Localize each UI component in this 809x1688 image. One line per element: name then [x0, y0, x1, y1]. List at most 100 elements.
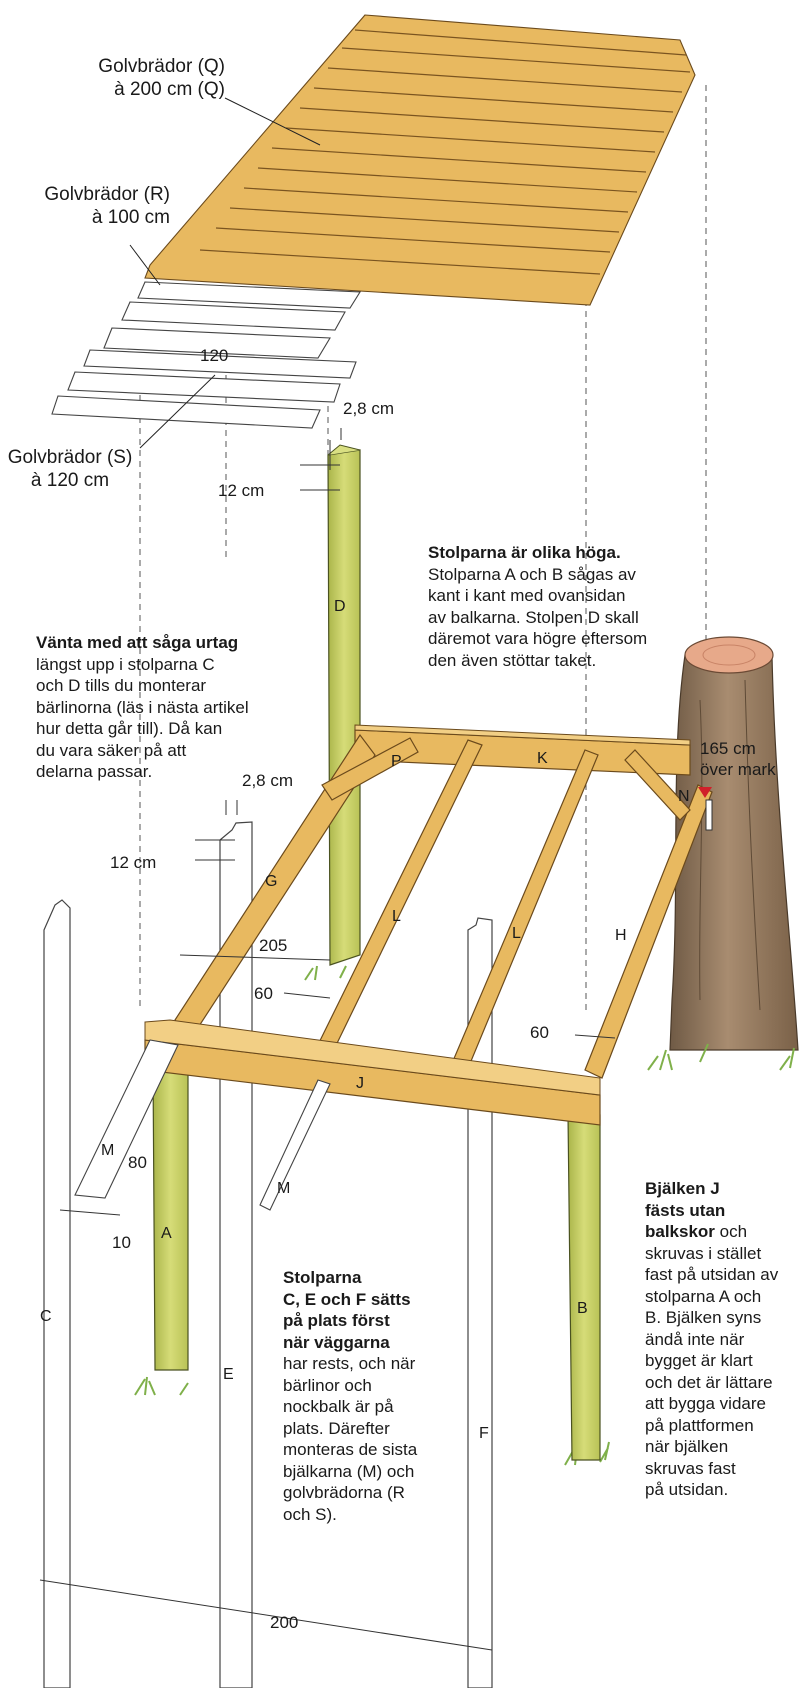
- floorboards-q-name: Golvbrädor (Q): [98, 56, 225, 77]
- dimension-60-left: 60: [254, 984, 273, 1003]
- tree-trunk: [669, 636, 799, 1051]
- brace-n: [624, 749, 691, 821]
- note-j-mixed-line: balkskor och: [645, 1221, 805, 1243]
- part-e-label: E: [223, 1366, 234, 1383]
- note-line: bärlinorna (läs i nästa artikel: [36, 697, 249, 717]
- dimension-thickness-mid: 2,8 cm: [242, 771, 294, 790]
- note-cef-title: C, E och F sätts: [283, 1289, 411, 1309]
- note-line: hur detta går till). Då kan: [36, 719, 223, 738]
- floorboards-q: [144, 14, 696, 306]
- note-line: plats. Därefter: [283, 1418, 390, 1438]
- height-above-ground: 165 cm över mark: [700, 738, 776, 780]
- floorboards-r-label: Golvbrädor (R) à 100 cm: [20, 183, 170, 229]
- dimension-10: 10: [112, 1233, 131, 1252]
- note-line: skruvas fast: [645, 1458, 736, 1478]
- height-value: 165 cm: [700, 739, 756, 758]
- note-line: stolparna A och: [645, 1286, 762, 1306]
- part-f-label: F: [479, 1425, 489, 1442]
- note-j-title: fästs utan: [645, 1200, 726, 1220]
- note-line: bygget är klart: [645, 1351, 753, 1370]
- note-post-heights-title: Stolparna är olika höga.: [428, 543, 621, 562]
- note-line: den även stöttar taket.: [428, 650, 597, 670]
- part-m-right-label: M: [277, 1180, 291, 1197]
- note-line: när bjälken: [645, 1437, 729, 1456]
- part-m-left-label: M: [101, 1142, 115, 1159]
- note-line: nockbalk är på: [283, 1397, 394, 1416]
- note-posts-cef: Stolparna C, E och F sätts på plats förs…: [283, 1267, 463, 1525]
- height-reference: över mark: [700, 760, 776, 779]
- part-h-label: H: [615, 927, 627, 944]
- note-beam-j: Bjälken J fästs utan balkskor och skruva…: [645, 1178, 805, 1501]
- part-c-label: C: [40, 1308, 52, 1325]
- note-notches: Vänta med att såga urtag längst upp i st…: [36, 632, 296, 783]
- dimension-60-right: 60: [530, 1023, 549, 1042]
- part-p-label: P: [391, 753, 402, 770]
- dimension-lines: [39, 428, 616, 1651]
- note-post-heights: Stolparna är olika höga. Stolparna A och…: [428, 542, 728, 671]
- note-line: skruvas i stället: [645, 1243, 762, 1263]
- note-j-title: Bjälken J: [645, 1179, 720, 1198]
- part-j-label: J: [356, 1075, 364, 1092]
- beam-k: [354, 724, 691, 776]
- dimension-200: 200: [270, 1613, 299, 1632]
- dimension-205: 205: [259, 936, 288, 955]
- note-line: golvbrädorna (R: [283, 1483, 405, 1502]
- height-marker: [698, 787, 713, 831]
- brace-p: [321, 737, 419, 801]
- note-notches-title: Vänta med att såga urtag: [36, 633, 239, 652]
- part-n-label: N: [678, 788, 690, 805]
- dimension-notch-mid: 12 cm: [110, 853, 157, 872]
- part-l-left-label: L: [392, 908, 401, 925]
- note-line: däremot vara högre eftersom: [428, 629, 648, 648]
- floorboards-s-length: à 120 cm: [30, 470, 110, 491]
- note-line: bjälkarna (M) och: [283, 1461, 415, 1481]
- floorboards-q-label: Golvbrädor (Q) à 200 cm (Q): [40, 55, 225, 101]
- floorboards-s-name: Golvbrädor (S): [7, 447, 133, 468]
- grass-tufts: [134, 945, 795, 1466]
- post-b: [567, 1114, 601, 1461]
- note-line: och D tills du monterar: [36, 676, 207, 695]
- note-line: bärlinor och: [283, 1375, 372, 1395]
- dimension-notch-top: 12 cm: [218, 481, 265, 500]
- dimension-120: 120: [200, 346, 229, 365]
- note-j-bold-word: balkskor: [645, 1222, 715, 1241]
- floorboards-r-s: [51, 281, 361, 429]
- note-line: Stolparna A och B sågas av: [428, 564, 636, 584]
- leader-lines: [129, 97, 321, 449]
- note-line: ändå inte när: [645, 1329, 745, 1349]
- note-line: längst upp i stolparna C: [36, 654, 215, 674]
- note-line: av balkarna. Stolpen D skall: [428, 607, 639, 627]
- note-line: delarna passar.: [36, 762, 153, 781]
- note-j-rest: och: [714, 1222, 748, 1241]
- dimension-thickness-top: 2,8 cm: [343, 399, 395, 418]
- dimension-80: 80: [128, 1153, 147, 1172]
- note-cef-title: när väggarna: [283, 1332, 390, 1352]
- note-line: på plattformen: [645, 1415, 754, 1435]
- note-cef-title: på plats först: [283, 1311, 390, 1330]
- note-line: och S).: [283, 1504, 337, 1524]
- floorboards-s-label: Golvbrädor (S) à 120 cm: [0, 446, 140, 492]
- note-cef-title: Stolparna: [283, 1268, 362, 1287]
- note-line: du vara säker på att: [36, 740, 187, 760]
- floorboards-r-name: Golvbrädor (R): [44, 184, 170, 205]
- floorboards-q-length: à 200 cm (Q): [114, 79, 225, 100]
- joist-l-right: [446, 749, 599, 1079]
- part-k-label: K: [537, 750, 548, 767]
- part-d-label: D: [334, 598, 346, 615]
- note-line: har rests, och när: [283, 1354, 416, 1373]
- note-line: att bygga vidare: [645, 1394, 766, 1413]
- floorboards-r-length: à 100 cm: [91, 207, 170, 228]
- outline-joists-m: [74, 1039, 331, 1211]
- post-d: [327, 444, 361, 966]
- note-line: fast på utsidan av: [645, 1265, 779, 1284]
- note-line: B. Bjälken syns: [645, 1308, 762, 1327]
- part-g-label: G: [265, 873, 278, 890]
- part-l-right-label: L: [512, 925, 521, 942]
- post-a: [152, 1064, 189, 1371]
- note-line: kant i kant med ovansidan: [428, 586, 626, 605]
- note-line: på utsidan.: [645, 1480, 729, 1499]
- note-line: och det är lättare: [645, 1372, 773, 1392]
- part-b-label: B: [577, 1300, 588, 1317]
- note-line: monteras de sista: [283, 1440, 418, 1459]
